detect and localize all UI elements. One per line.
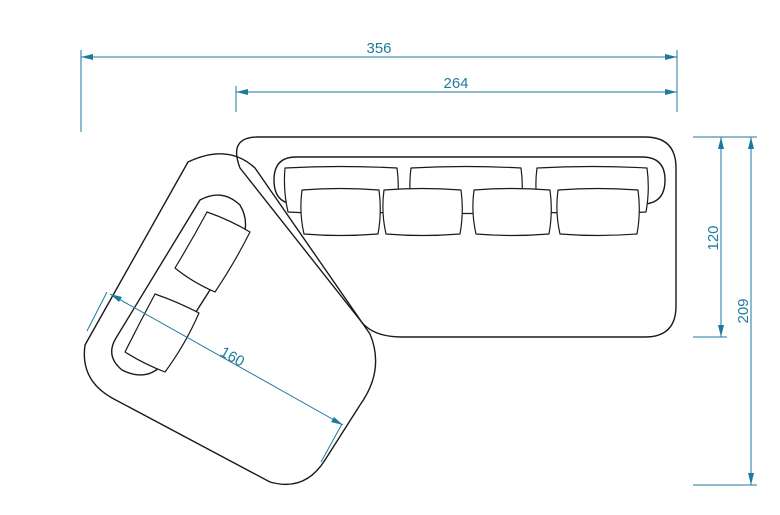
straight-sofa-section — [235, 136, 677, 338]
chaise-section — [83, 153, 377, 486]
dimension-overall-depth: 209 — [693, 136, 757, 486]
seat-cushion-1 — [300, 187, 381, 237]
overall-depth-label: 209 — [735, 298, 752, 323]
seat-cushion-4 — [556, 187, 640, 237]
overall-width-label: 356 — [366, 40, 391, 57]
seat-cushion-3 — [472, 187, 552, 237]
dimension-chaise-length: 160 — [86, 291, 344, 463]
chaise-cushion-1 — [174, 211, 251, 293]
chaise-cushion-2 — [124, 293, 200, 373]
dimension-straight-depth: 120 — [693, 136, 727, 338]
dimension-straight-width: 264 — [235, 75, 678, 112]
straight-width-label: 264 — [443, 75, 468, 92]
dimension-overall-width: 356 — [80, 40, 678, 132]
straight-depth-label: 120 — [705, 225, 722, 250]
chaise-length-label: 160 — [217, 344, 247, 371]
chaise-outline — [83, 153, 377, 486]
seat-cushion-2 — [382, 187, 463, 237]
